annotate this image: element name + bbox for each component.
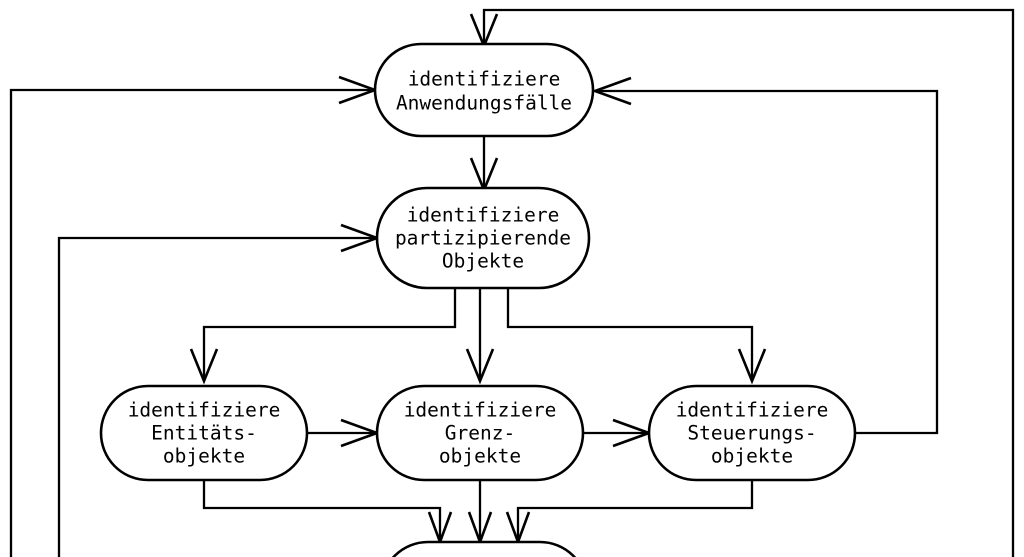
edge-entitaets-to-bottom xyxy=(202,480,442,540)
node-anwendungsfaelle-shape xyxy=(373,42,595,138)
node-partizipierende-objekte-shape xyxy=(375,186,591,290)
node-partizipierende-objekte-line-2: Objekte xyxy=(442,250,524,273)
node-entitaetsobjekte-line-1: Entitäts- xyxy=(151,422,257,445)
node-partizipierende-objekte[interactable]: identifiziere partizipierende Objekte xyxy=(375,186,591,290)
arrow-head-into-steuerungs-top xyxy=(737,348,767,385)
edge-left-return-to-anwendungsfaelle xyxy=(9,88,373,557)
edge-steuerungs-to-bottom xyxy=(516,480,754,540)
arrow-head-into-grenz-top xyxy=(465,348,495,385)
edge-layer xyxy=(9,8,1015,557)
node-partizipierende-objekte-line-1: partizipierende xyxy=(395,227,571,250)
node-anwendungsfaelle[interactable]: identifiziere Anwendungsfälle xyxy=(373,42,595,138)
edge-steuerungs-to-anwendungsfaelle xyxy=(597,89,939,435)
node-bottom-partial-shape xyxy=(391,540,577,557)
arrow-head-right-into-anwendungsfaelle xyxy=(591,76,632,106)
node-partizipierende-objekte-line-0: identifiziere xyxy=(407,204,560,227)
node-grenzobjekte-line-1: Grenz- xyxy=(445,422,515,445)
node-anwendungsfaelle-line-0: identifiziere xyxy=(408,68,561,91)
arrow-head-into-entitaets-top xyxy=(189,348,219,385)
node-entitaetsobjekte-line-2: objekte xyxy=(163,445,245,468)
node-anwendungsfaelle-line-1: Anwendungsfälle xyxy=(396,92,572,115)
node-entitaetsobjekte-line-0: identifiziere xyxy=(128,399,281,422)
edge-partizipierende-to-entitaets xyxy=(202,288,457,379)
node-grenzobjekte-shape xyxy=(375,384,585,482)
edge-left-return-to-partizipierende xyxy=(57,236,375,557)
node-entitaetsobjekte-shape xyxy=(99,384,309,482)
node-steuerungsobjekte[interactable]: identifiziere Steuerungs- objekte xyxy=(647,384,857,482)
node-entitaetsobjekte[interactable]: identifiziere Entitäts- objekte xyxy=(99,384,309,482)
node-steuerungsobjekte-line-1: Steuerungs- xyxy=(687,422,816,445)
node-grenzobjekte[interactable]: identifiziere Grenz- objekte xyxy=(375,384,585,482)
edge-partizipierende-to-steuerungs xyxy=(506,288,754,379)
node-grenzobjekte-line-2: objekte xyxy=(439,445,521,468)
node-bottom-partial[interactable] xyxy=(381,540,587,557)
edge-top-return-to-anwendungsfaelle xyxy=(482,8,1015,557)
node-steuerungsobjekte-line-2: objekte xyxy=(711,445,793,468)
node-steuerungsobjekte-line-0: identifiziere xyxy=(676,399,829,422)
node-steuerungsobjekte-shape xyxy=(647,384,857,482)
node-grenzobjekte-line-0: identifiziere xyxy=(404,399,557,422)
